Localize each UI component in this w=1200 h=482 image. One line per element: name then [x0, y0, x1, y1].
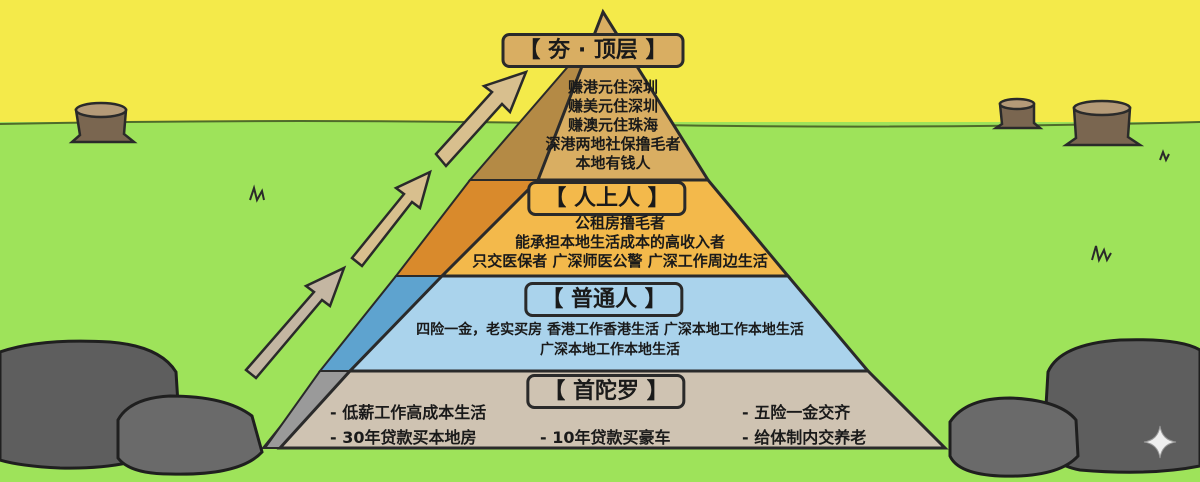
tier2-lines: 公租房撸毛者 能承担本地生活成本的高收入者 只交医保者 广深师医公警 广深工作周…: [472, 214, 767, 271]
tier4-item: - 30年贷款买本地房: [330, 428, 477, 447]
tier1-line: 本地有钱人: [575, 154, 651, 172]
tier3-title: 【 普通人 】: [524, 282, 684, 318]
tier4-item: - 五险一金交齐: [742, 403, 851, 422]
tier4-item: - 10年贷款买豪车: [540, 428, 671, 447]
tier1-lines: 赚港元住深圳 赚美元住深圳 赚澳元住珠海 深港两地社保撸毛者 本地有钱人: [545, 78, 680, 173]
up-arrow-2: [244, 265, 347, 380]
tier2-title: 【 人上人 】: [527, 181, 687, 217]
tier4-item: - 给体制内交养老: [742, 428, 867, 447]
tier1-line: 赚美元住深圳: [567, 97, 659, 115]
tier2-line: 公租房撸毛者: [574, 214, 666, 232]
tier2-line: 只交医保者 广深师医公警 广深工作周边生活: [472, 252, 768, 270]
tier1-line: 赚澳元住珠海: [567, 116, 659, 134]
tier1-line: 赚港元住深圳: [567, 78, 659, 96]
tree-stump-right-small: [991, 97, 1044, 130]
tier3-line: 四险一金，老实买房 香港工作香港生活 广深本地工作本地生活: [416, 322, 804, 338]
tier1-title: 【 夯 · 顶层 】: [501, 33, 685, 69]
up-arrow-4: [434, 69, 529, 168]
sparkle-icon: [1143, 425, 1177, 459]
up-arrow-3: [350, 169, 432, 268]
tier4-item: - 低薪工作高成本生活: [330, 403, 487, 422]
tier4-shape: [276, 369, 949, 450]
tree-stump-left: [68, 101, 138, 144]
grass-tufts: [249, 149, 1170, 263]
tier3-lines: 四险一金，老实买房 香港工作香港生活 广深本地工作本地生活 广深本地工作本地生活: [416, 320, 804, 360]
tree-stump-right: [1062, 99, 1145, 147]
tier1-line: 深港两地社保撸毛者: [545, 135, 681, 153]
rock-left: [0, 339, 264, 476]
tier4-title: 【 首陀罗 】: [526, 374, 686, 410]
tier2-line: 能承担本地生活成本的高收入者: [514, 233, 726, 251]
tier3-line: 广深本地工作本地生活: [540, 342, 680, 358]
